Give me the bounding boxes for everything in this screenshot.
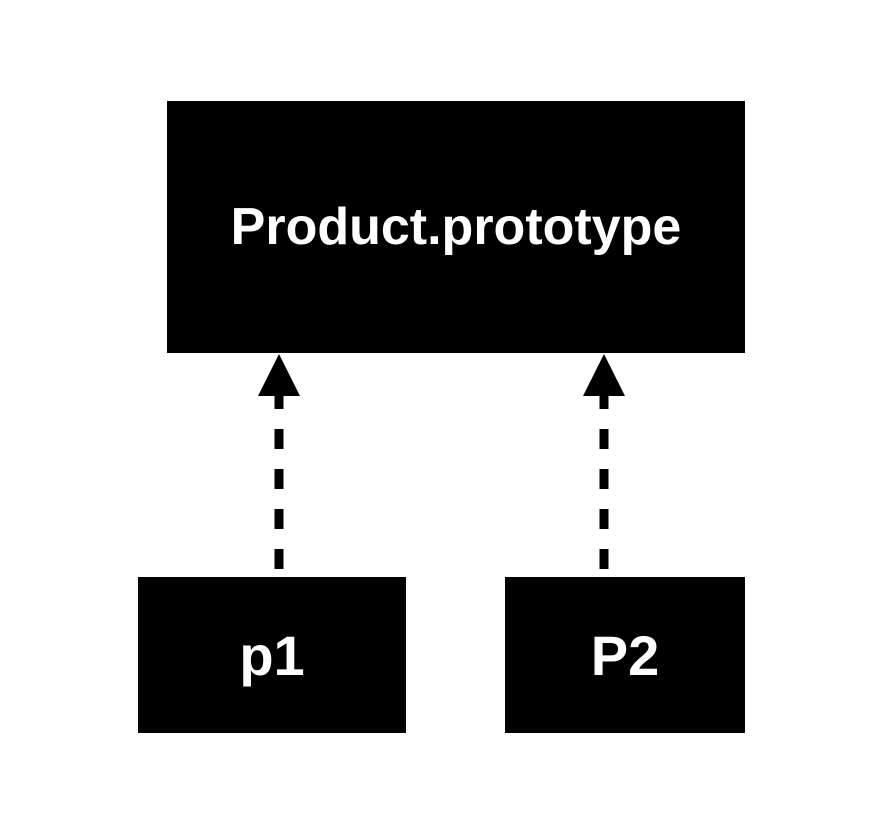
- prototype-box-label: Product.prototype: [230, 198, 682, 256]
- instance-box-p1-label: p1: [239, 623, 305, 687]
- arrowhead-up-icon: [583, 354, 625, 396]
- dashed-arrow-p2-to-prototype: [583, 354, 625, 569]
- dashed-arrow-p1-to-prototype: [258, 354, 300, 569]
- instance-box-p2: P2: [505, 577, 745, 733]
- instance-box-p2-label: P2: [590, 623, 660, 687]
- instance-box-p1: p1: [138, 577, 406, 733]
- arrowhead-up-icon: [258, 354, 300, 396]
- prototype-box: Product.prototype: [167, 101, 745, 353]
